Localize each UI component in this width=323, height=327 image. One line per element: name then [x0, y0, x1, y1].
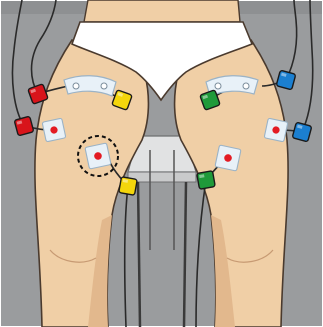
right-upper-strip-dot-1 [215, 83, 221, 89]
electrode-pad-left-inner [85, 143, 111, 169]
connector-right-green-lower [197, 171, 216, 190]
connector-body-right-green-lower [197, 171, 216, 190]
connector-body-right-blue-lower [292, 122, 312, 142]
connector-body-left-red-lower [14, 116, 34, 136]
left-upper-strip-dot-2 [101, 83, 107, 89]
connector-body-left-yellow-lower [119, 177, 138, 196]
connector-left-red-lower [14, 116, 34, 136]
connector-body-right-blue-upper [276, 70, 296, 90]
connector-left-yellow-lower [119, 177, 138, 196]
electrode-pad-left-outer [42, 118, 66, 142]
connector-right-blue-upper [276, 70, 296, 90]
torso [84, 0, 240, 22]
connector-right-blue-lower [292, 122, 312, 142]
left-upper-strip-dot-1 [73, 83, 79, 89]
electrode-pad-right-inner [215, 145, 241, 171]
electrode-pad-right-outer [264, 118, 288, 142]
right-upper-strip-dot-2 [243, 83, 249, 89]
chair-front [128, 172, 196, 182]
